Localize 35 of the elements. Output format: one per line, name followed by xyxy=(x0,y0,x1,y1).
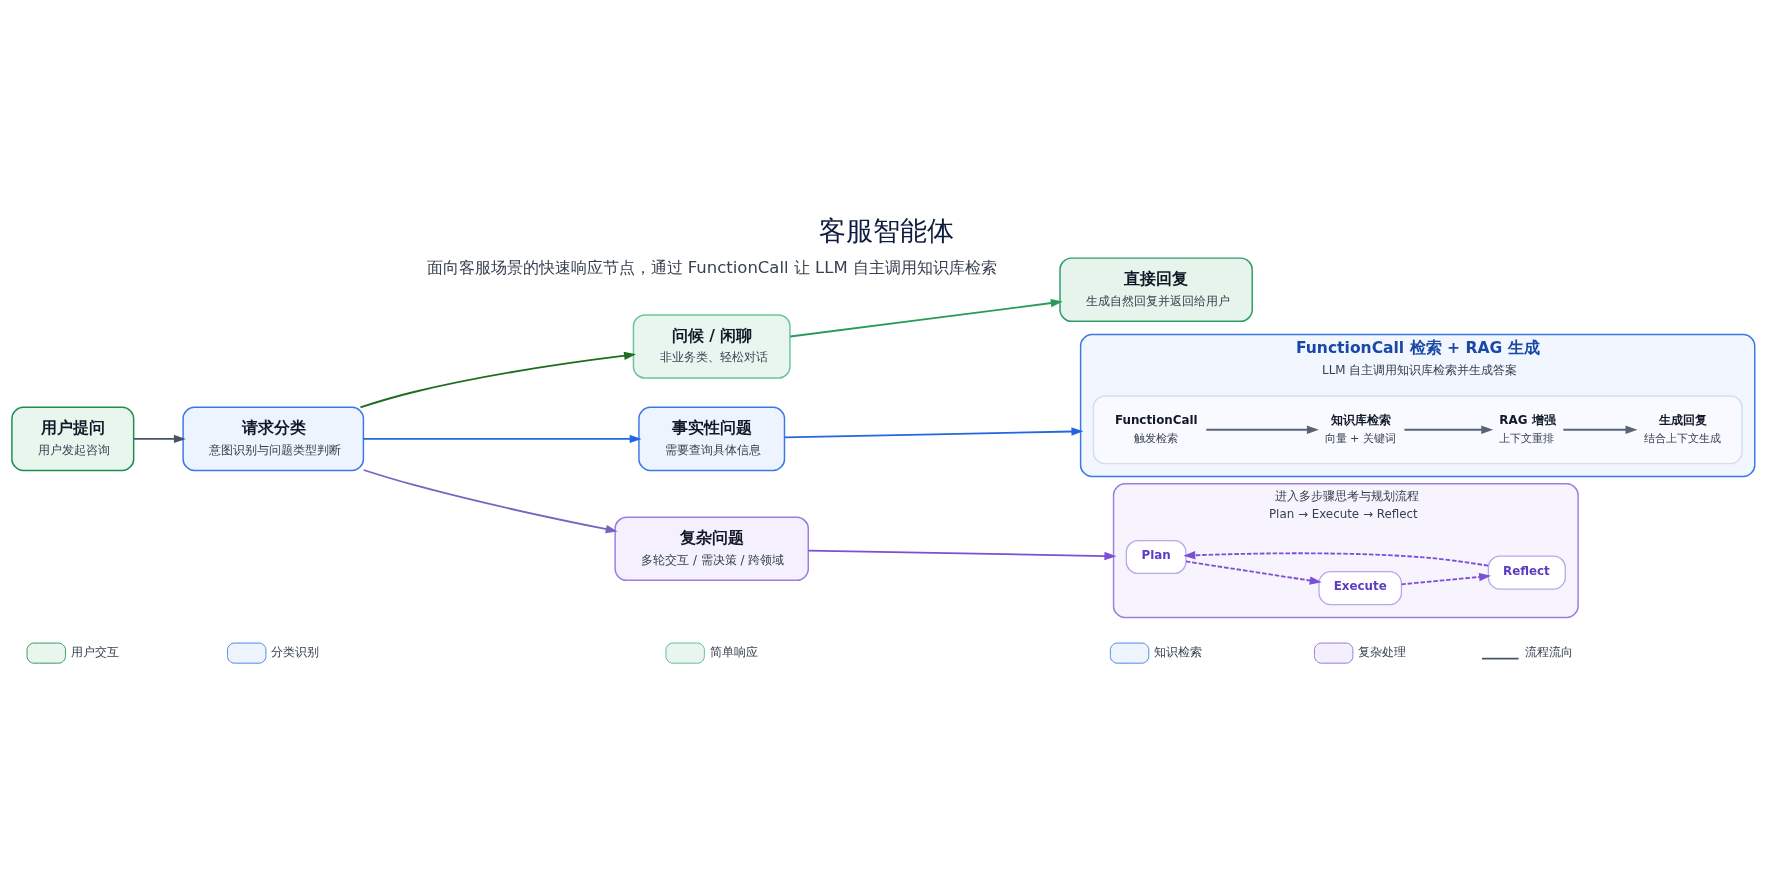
node-box: Execute xyxy=(1318,571,1403,606)
node-text: 生成回复 结合上下文生成 xyxy=(1643,412,1721,446)
node-box: 问候 / 闲聊 非业务类、轻松对话 xyxy=(632,314,791,379)
label: 面向客服场景的快速响应节点，通过 FunctionCall 让 LLM 自主调用知识库检索 xyxy=(426,257,997,277)
legend-label: 简单响应 xyxy=(709,645,758,660)
node-text: 知识库检索 向量 + 关键词 xyxy=(1324,412,1396,446)
node-text: FunctionCall 触发检索 xyxy=(1114,412,1198,446)
arrow xyxy=(1400,572,1492,586)
arrow xyxy=(1562,425,1638,434)
arrow xyxy=(1403,425,1494,434)
arrow xyxy=(359,351,636,409)
arrow xyxy=(362,469,618,534)
legend-label: 分类识别 xyxy=(271,645,320,660)
node-box: 事实性问题 需要查询具体信息 xyxy=(638,406,786,472)
arrow xyxy=(789,298,1063,338)
node-box: 请求分类 意图识别与问题类型判断 xyxy=(182,406,365,472)
legend-label: 用户交互 xyxy=(70,645,119,660)
cluster xyxy=(1092,395,1743,465)
diagram-title: 客服智能体 xyxy=(819,215,955,247)
node-box: Plan xyxy=(1125,539,1187,575)
arrow xyxy=(1185,560,1322,585)
node-box: Reflect xyxy=(1487,555,1566,590)
node-box: 复杂问题 多轮交互 / 需决策 / 跨领域 xyxy=(614,516,809,582)
node-text: RAG 增强 上下文重排 xyxy=(1499,412,1556,446)
node-box: 直接回复 生成自然回复并返回给用户 xyxy=(1059,257,1253,323)
legend-label: 复杂处理 xyxy=(1358,645,1407,660)
arrow xyxy=(1205,425,1319,434)
arrow xyxy=(1183,551,1490,567)
legend-label: 知识检索 xyxy=(1154,645,1203,660)
legend-label: 流程流向 xyxy=(1525,645,1573,660)
arrow xyxy=(807,549,1117,561)
arrow xyxy=(362,434,642,444)
node-box: 用户提问 用户发起咨询 xyxy=(11,406,135,472)
arrow xyxy=(132,434,186,444)
arrow xyxy=(783,427,1084,439)
